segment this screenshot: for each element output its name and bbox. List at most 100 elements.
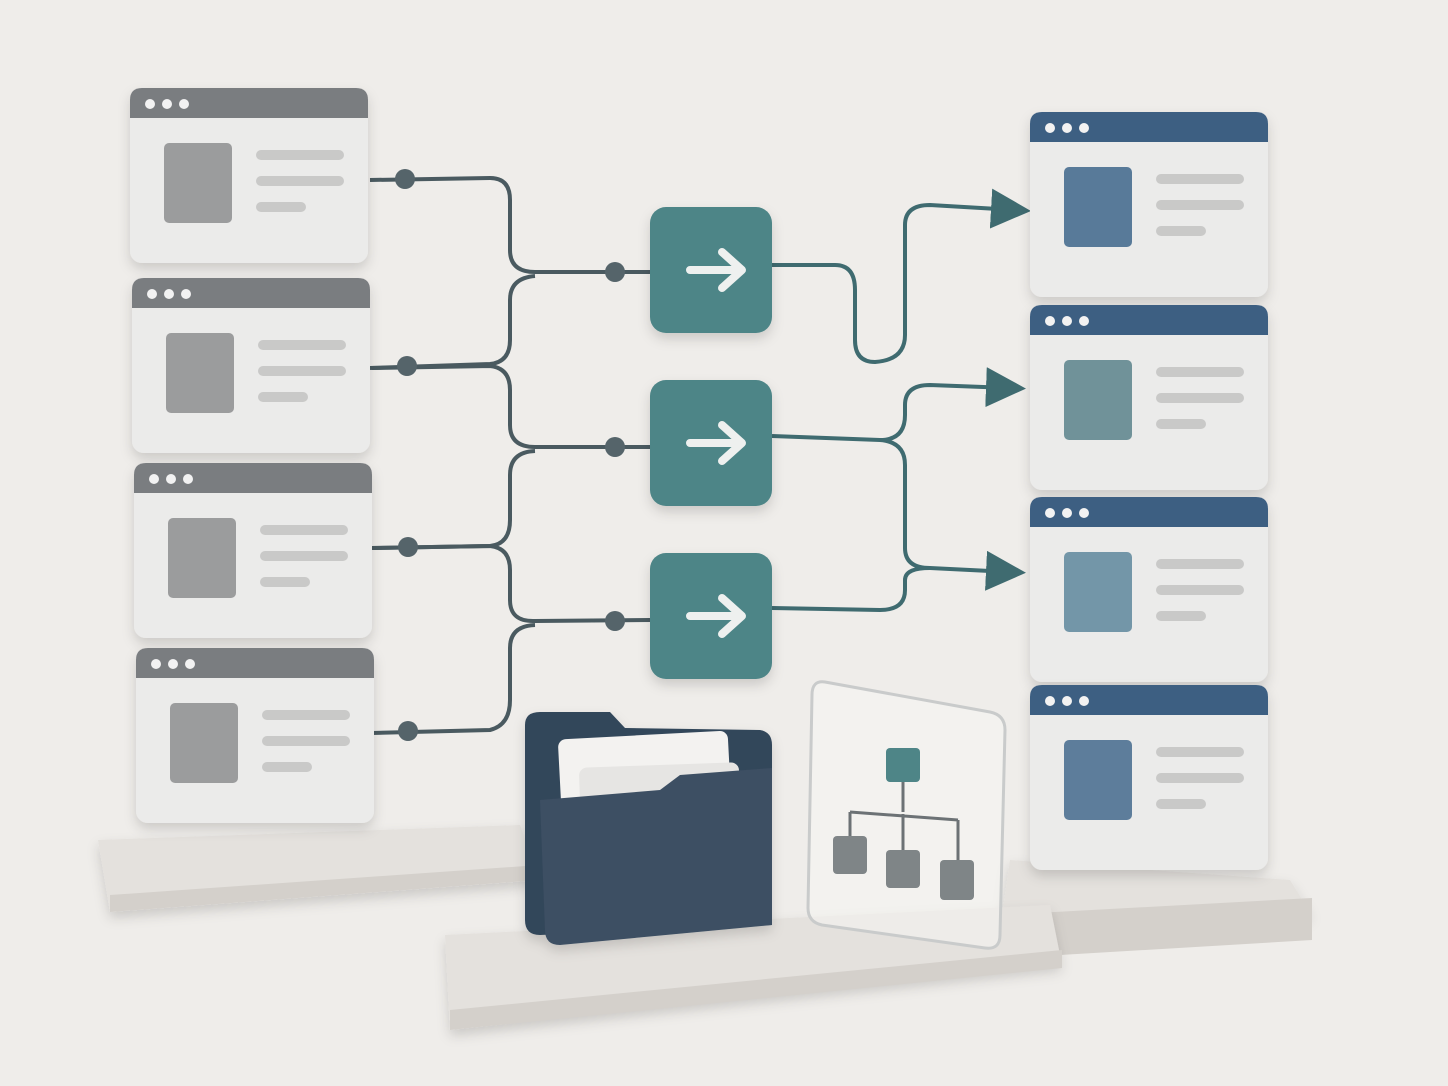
- connector-nodes: [395, 169, 625, 741]
- window-dot: [151, 659, 161, 669]
- hierarchy-glass-panel: [806, 680, 1007, 950]
- target-window: [1030, 497, 1268, 682]
- source-window: [132, 278, 370, 453]
- window-dot: [183, 474, 193, 484]
- window-dot: [181, 289, 191, 299]
- window-text-line: [1156, 559, 1244, 569]
- window-dot: [147, 289, 157, 299]
- connector-line: [371, 449, 536, 550]
- window-text-line: [1156, 226, 1206, 236]
- window-dot: [1079, 508, 1089, 518]
- connector-line: [371, 363, 650, 449]
- transform-node: [650, 207, 772, 333]
- window-text-line: [262, 710, 350, 720]
- connector-line: [369, 274, 536, 370]
- org-chart-icon: [848, 782, 960, 860]
- window-text-line: [1156, 367, 1244, 377]
- window-header: [1030, 685, 1268, 715]
- window-dot: [1079, 696, 1089, 706]
- connector-line: [879, 438, 1026, 591]
- arrow-right-icon: [686, 594, 746, 638]
- window-header: [134, 463, 372, 493]
- window-text-line: [1156, 174, 1244, 184]
- window-dot: [1062, 508, 1072, 518]
- window-dot: [1045, 696, 1055, 706]
- window-dot: [1062, 316, 1072, 326]
- window-dot: [1079, 123, 1089, 133]
- window-dot: [1045, 508, 1055, 518]
- connector-node: [398, 721, 418, 741]
- source-window: [134, 463, 372, 638]
- window-thumbnail: [166, 333, 234, 413]
- connector-node: [395, 169, 415, 189]
- window-dot: [1045, 123, 1055, 133]
- connector-node: [605, 262, 625, 282]
- window-text-line: [1156, 419, 1206, 429]
- org-chart-child: [940, 860, 974, 900]
- window-header: [132, 278, 370, 308]
- source-window: [130, 88, 368, 263]
- transform-nodes: [650, 207, 772, 679]
- window-dot: [162, 99, 172, 109]
- arrow-right-icon: [686, 421, 746, 465]
- window-header: [136, 648, 374, 678]
- source-window: [136, 648, 374, 823]
- window-thumbnail: [170, 703, 238, 783]
- window-dot: [1062, 123, 1072, 133]
- window-dot: [1062, 696, 1072, 706]
- window-dot: [1045, 316, 1055, 326]
- window-text-line: [260, 577, 310, 587]
- window-text-line: [1156, 200, 1244, 210]
- window-text-line: [1156, 773, 1244, 783]
- window-body: [1030, 305, 1268, 490]
- connector-line: [371, 623, 536, 735]
- connector-line: [771, 367, 1026, 443]
- window-dot: [145, 99, 155, 109]
- window-text-line: [1156, 585, 1244, 595]
- window-thumbnail: [1064, 552, 1132, 632]
- window-text-line: [262, 762, 312, 772]
- window-header: [1030, 497, 1268, 527]
- window-dot: [164, 289, 174, 299]
- window-text-line: [1156, 393, 1244, 403]
- window-text-line: [256, 202, 306, 212]
- source-windows: [130, 88, 374, 823]
- transform-node: [650, 380, 772, 506]
- connector-line: [772, 188, 1031, 365]
- window-thumbnail: [1064, 360, 1132, 440]
- window-text-line: [258, 392, 308, 402]
- window-body: [1030, 112, 1268, 297]
- window-dot: [1079, 316, 1089, 326]
- target-windows: [1030, 112, 1268, 870]
- target-window: [1030, 685, 1268, 870]
- transform-node: [650, 553, 772, 679]
- org-chart-root: [886, 748, 920, 782]
- window-text-line: [1156, 799, 1206, 809]
- window-body: [1030, 497, 1268, 682]
- folder-icon: [525, 712, 772, 945]
- window-thumbnail: [168, 518, 236, 598]
- target-window: [1030, 305, 1268, 490]
- window-header: [1030, 112, 1268, 142]
- connector-line: [771, 566, 931, 613]
- arrow-right-icon: [686, 248, 746, 292]
- window-dot: [149, 474, 159, 484]
- org-chart-child: [833, 836, 867, 874]
- connector-node: [605, 611, 625, 631]
- window-text-line: [256, 150, 344, 160]
- window-text-line: [260, 551, 348, 561]
- window-text-line: [260, 525, 348, 535]
- window-text-line: [262, 736, 350, 746]
- org-chart-child: [886, 850, 920, 888]
- target-window: [1030, 112, 1268, 297]
- window-thumbnail: [1064, 740, 1132, 820]
- window-thumbnail: [164, 143, 232, 223]
- window-text-line: [1156, 747, 1244, 757]
- window-text-line: [258, 340, 346, 350]
- window-body: [1030, 685, 1268, 870]
- connector-node: [397, 356, 417, 376]
- window-header: [1030, 305, 1268, 335]
- platform-right: [1000, 860, 1312, 958]
- connector-line: [371, 543, 651, 624]
